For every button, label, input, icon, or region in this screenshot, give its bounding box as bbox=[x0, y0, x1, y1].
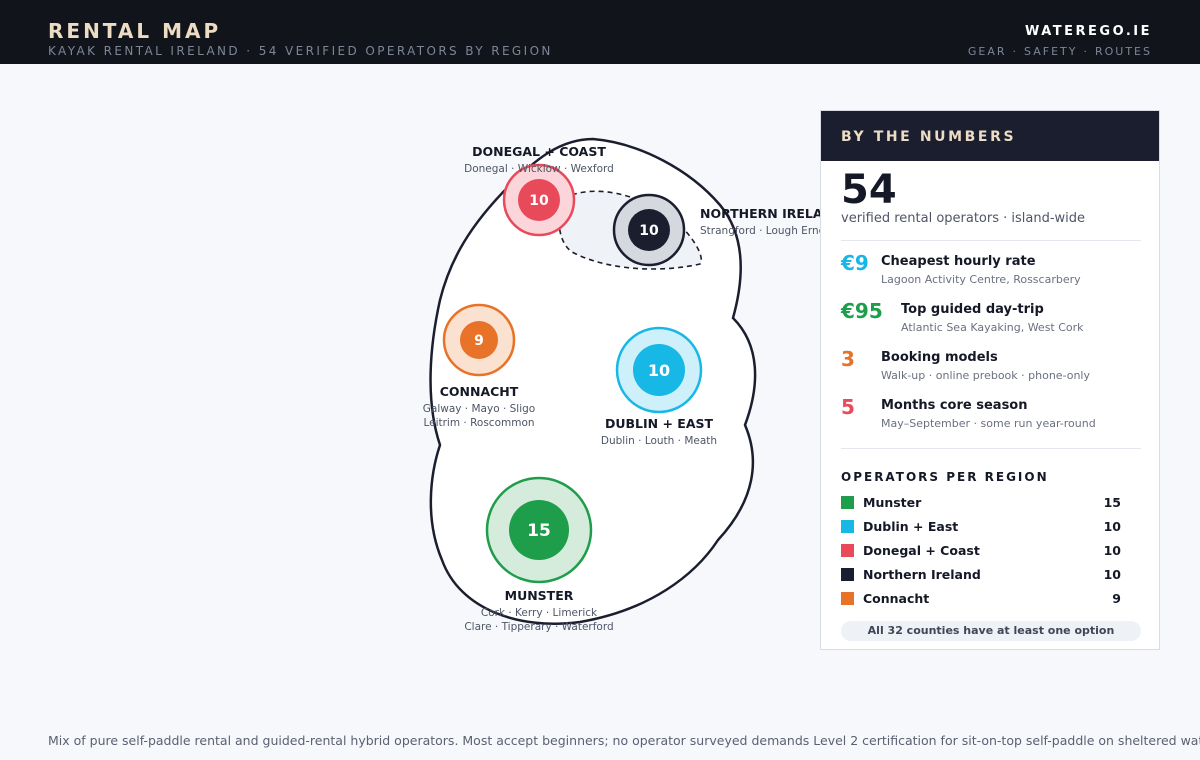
region-row-connacht: Connacht 9 bbox=[841, 590, 1121, 608]
legend-swatch bbox=[841, 520, 854, 533]
region-marker-donegal[interactable]: 10 bbox=[502, 163, 576, 237]
stat-label: Booking models bbox=[881, 350, 998, 365]
legend-swatch bbox=[841, 496, 854, 509]
legend-swatch bbox=[841, 592, 854, 605]
region-counties-northern-ireland: Strangford · Lough Erne bbox=[700, 225, 820, 237]
region-count: 9 bbox=[1112, 591, 1121, 606]
nav-link-gear[interactable]: GEAR bbox=[967, 45, 1007, 58]
region-marker-dublin-east[interactable]: 10 bbox=[615, 326, 703, 414]
total-operators: 54 bbox=[841, 167, 897, 213]
nav-separator: · bbox=[1012, 45, 1019, 58]
region-name: Munster bbox=[863, 495, 922, 510]
region-counties-donegal: Donegal · Wicklow · Wexford bbox=[464, 163, 614, 175]
stat-value: €9 bbox=[841, 251, 869, 275]
region-row-donegal-coast: Donegal + Coast 10 bbox=[841, 542, 1121, 560]
stat-cheapest-rate: €9 Cheapest hourly rate Lagoon Activity … bbox=[841, 251, 1141, 291]
region-count: 10 bbox=[1103, 543, 1121, 558]
site-logo-link[interactable]: WATEREGO.IE bbox=[1024, 24, 1152, 39]
region-row-dublin-east: Dublin + East 10 bbox=[841, 518, 1121, 536]
divider bbox=[841, 448, 1141, 449]
stat-label: Cheapest hourly rate bbox=[881, 254, 1036, 269]
region-count: 10 bbox=[529, 193, 549, 209]
region-counties-munster: Cork · Kerry · Limerick bbox=[481, 607, 598, 619]
stat-label: Top guided day-trip bbox=[901, 302, 1044, 317]
region-count: 10 bbox=[639, 223, 659, 239]
stat-top-guided: €95 Top guided day-trip Atlantic Sea Kay… bbox=[841, 299, 1141, 339]
nav-separator: · bbox=[1083, 45, 1089, 58]
stat-label: Months core season bbox=[881, 398, 1028, 413]
region-counties-dublin-east: Dublin · Louth · Meath bbox=[601, 435, 717, 447]
stats-panel: BY THE NUMBERS 54 verified rental operat… bbox=[820, 110, 1160, 650]
legend-swatch bbox=[841, 568, 854, 581]
stat-booking-models: 3 Booking models Walk-up · online preboo… bbox=[841, 347, 1141, 387]
stat-sub: Walk-up · online prebook · phone-only bbox=[881, 369, 1090, 382]
total-caption: verified rental operators · island-wide bbox=[841, 211, 1086, 226]
coverage-pill: All 32 counties have at least one option bbox=[841, 621, 1141, 641]
region-count: 10 bbox=[648, 361, 670, 380]
region-label-dublin-east: DUBLIN + EAST bbox=[605, 416, 714, 431]
stat-value: 3 bbox=[841, 347, 855, 371]
divider bbox=[841, 240, 1141, 241]
page-subtitle: KAYAK RENTAL IRELAND · 54 VERIFIED OPERA… bbox=[48, 44, 553, 58]
region-name: Connacht bbox=[863, 591, 930, 606]
region-marker-munster[interactable]: 15 bbox=[485, 476, 593, 584]
region-count: 9 bbox=[474, 333, 484, 349]
ireland-map: 10 DONEGAL + COAST Donegal · Wicklow · W… bbox=[423, 137, 820, 633]
regions-heading: OPERATORS PER REGION bbox=[841, 470, 1049, 484]
region-row-munster: Munster 15 bbox=[841, 494, 1121, 512]
region-marker-northern-ireland[interactable]: 10 bbox=[612, 193, 686, 267]
region-count: 10 bbox=[1103, 519, 1121, 534]
stat-sub: Atlantic Sea Kayaking, West Cork bbox=[901, 321, 1084, 334]
stat-core-season: 5 Months core season May–September · som… bbox=[841, 395, 1141, 435]
region-label-northern-ireland: NORTHERN IRELAND bbox=[700, 206, 820, 221]
legend-swatch bbox=[841, 544, 854, 557]
site-nav: GEAR · SAFETY · ROUTES bbox=[968, 45, 1152, 58]
top-bar: RENTAL MAP KAYAK RENTAL IRELAND · 54 VER… bbox=[0, 0, 1200, 64]
region-row-northern-ireland: Northern Ireland 10 bbox=[841, 566, 1121, 584]
stat-sub: May–September · some run year-round bbox=[881, 417, 1096, 430]
region-name: Dublin + East bbox=[863, 519, 959, 534]
region-label-connacht: CONNACHT bbox=[440, 384, 519, 399]
nav-link-routes[interactable]: ROUTES bbox=[1094, 45, 1152, 58]
region-name: Northern Ireland bbox=[863, 567, 981, 582]
page-title: RENTAL MAP bbox=[48, 19, 222, 43]
region-counties-connacht: Galway · Mayo · Sligo bbox=[423, 403, 535, 415]
stat-value: €95 bbox=[841, 299, 883, 323]
region-count: 15 bbox=[527, 521, 551, 541]
region-counties-connacht: Leitrim · Roscommon bbox=[423, 417, 534, 429]
panel-title: BY THE NUMBERS bbox=[821, 111, 1159, 161]
region-count: 15 bbox=[1103, 495, 1121, 510]
region-label-munster: MUNSTER bbox=[505, 588, 574, 603]
stat-value: 5 bbox=[841, 395, 855, 419]
nav-link-safety[interactable]: SAFETY bbox=[1024, 45, 1078, 58]
region-name: Donegal + Coast bbox=[863, 543, 980, 558]
region-count: 10 bbox=[1103, 567, 1121, 582]
stat-sub: Lagoon Activity Centre, Rosscarbery bbox=[881, 273, 1081, 286]
footnote: Mix of pure self-paddle rental and guide… bbox=[48, 733, 1200, 748]
region-marker-connacht[interactable]: 9 bbox=[442, 303, 516, 377]
region-label-donegal: DONEGAL + COAST bbox=[472, 144, 606, 159]
region-counties-munster: Clare · Tipperary · Waterford bbox=[464, 621, 613, 633]
